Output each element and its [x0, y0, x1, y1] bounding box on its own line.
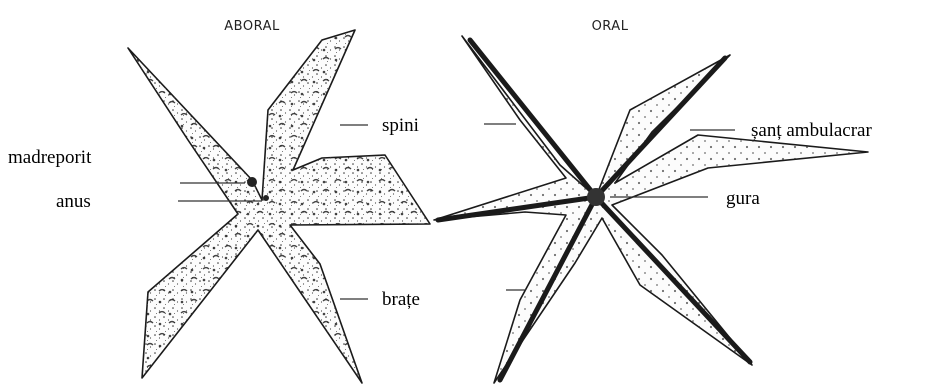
aboral-starfish: [128, 30, 430, 383]
label-brate: brațe: [382, 289, 420, 310]
madreporite-plate: [247, 177, 257, 187]
mouth: [587, 188, 605, 206]
anus-opening: [263, 195, 269, 201]
label-sant-ambulacrar: șanț ambulacrar: [751, 120, 872, 141]
header-oral: ORAL: [592, 19, 629, 34]
header-aboral: ABORAL: [224, 19, 280, 34]
label-spini: spini: [382, 115, 419, 136]
label-anus: anus: [56, 191, 91, 212]
oral-starfish: [434, 36, 868, 383]
label-madreporit: madreporit: [8, 147, 92, 168]
label-gura: gura: [726, 188, 760, 209]
